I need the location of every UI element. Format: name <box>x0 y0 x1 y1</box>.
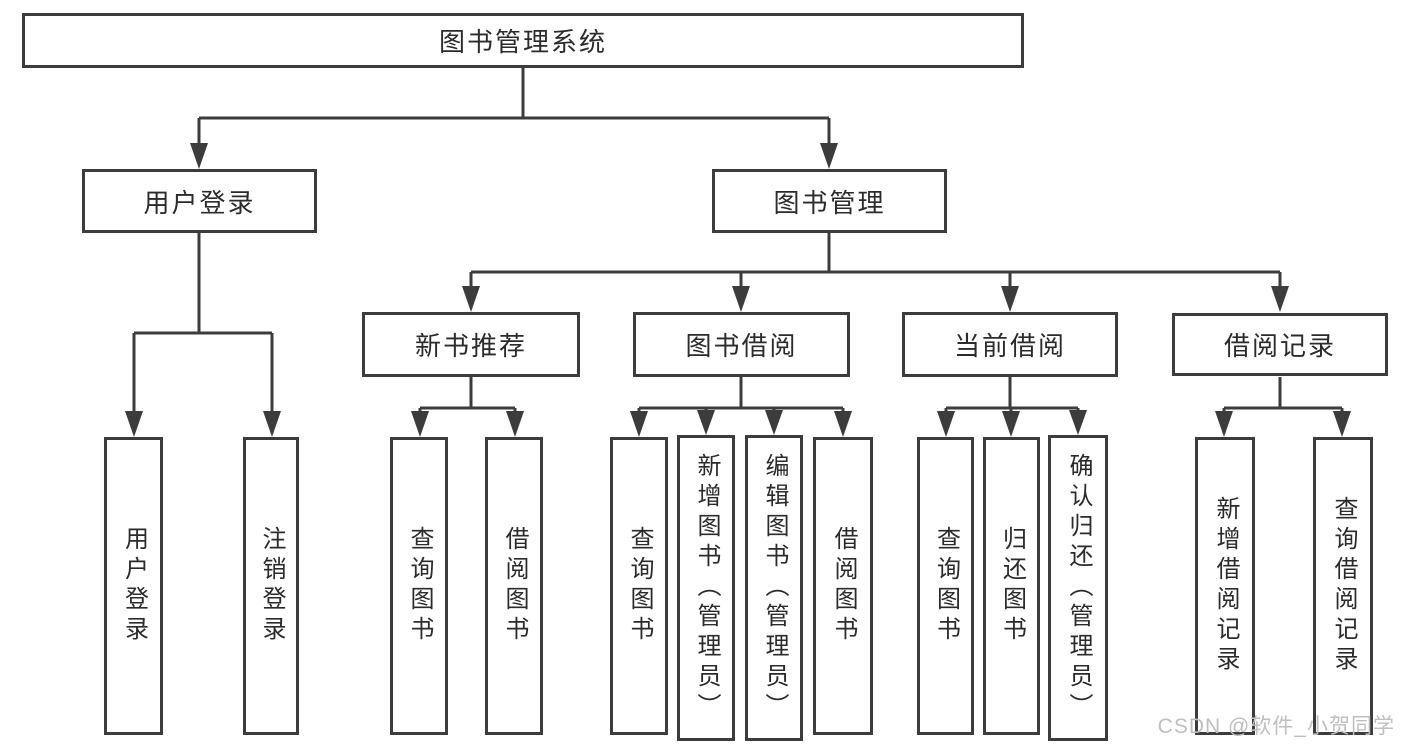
node-root: 图书管理系统 <box>22 13 1024 68</box>
node-leaf-user-login: 用户登录 <box>104 437 163 735</box>
node-leaf-query-book-borrow: 查询图书 <box>610 437 668 735</box>
edge-borrow-record-children <box>1215 377 1351 437</box>
node-book-borrow: 图书借阅 <box>633 312 850 377</box>
edge-new-book-rec-children <box>411 377 524 437</box>
node-new-book-rec: 新书推荐 <box>362 312 580 377</box>
node-leaf-borrow-book-rec: 借阅图书 <box>485 437 543 735</box>
node-leaf-logout: 注销登录 <box>243 437 299 735</box>
node-leaf-confirm-return: 确认归还（管理员） <box>1048 435 1108 741</box>
node-book-mgmt: 图书管理 <box>712 169 947 233</box>
node-leaf-query-book-rec: 查询图书 <box>390 437 448 735</box>
node-leaf-add-book: 新增图书（管理员） <box>677 435 735 741</box>
watermark: CSDN @软件_小贺同学 <box>1157 715 1395 738</box>
node-leaf-return-book: 归还图书 <box>983 437 1040 735</box>
edge-root-to-level2 <box>190 68 838 169</box>
node-user-login: 用户登录 <box>82 169 317 233</box>
node-leaf-borrow-book-borrow: 借阅图书 <box>813 437 873 735</box>
node-leaf-add-borrow-record: 新增借阅记录 <box>1195 437 1255 735</box>
node-leaf-query-borrow-record: 查询借阅记录 <box>1313 437 1373 735</box>
edge-user-login-children <box>125 232 281 437</box>
node-current-borrow: 当前借阅 <box>902 312 1118 377</box>
edge-current-borrow-children <box>937 377 1087 437</box>
node-leaf-edit-book: 编辑图书（管理员） <box>745 435 803 741</box>
edge-book-mgmt-children <box>462 232 1289 312</box>
edge-book-borrow-children <box>630 377 852 437</box>
node-borrow-record: 借阅记录 <box>1172 313 1388 376</box>
node-leaf-query-book-current: 查询图书 <box>917 437 974 735</box>
